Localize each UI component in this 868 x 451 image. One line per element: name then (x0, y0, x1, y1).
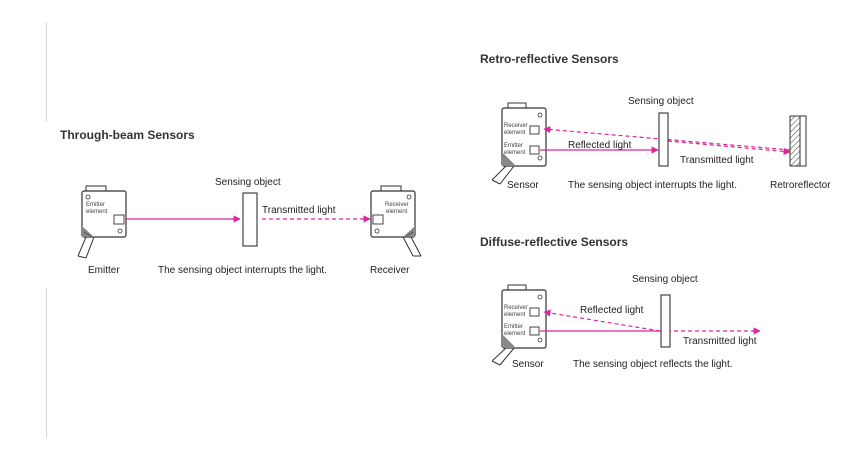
retro-transmitted-light-label: Transmitted light (680, 155, 754, 166)
through-beam-caption: The sensing object interrupts the light. (158, 265, 327, 276)
through-beam-diagram: Emitter element Emitter Sensing object T… (77, 177, 422, 276)
retro-transmitted-beam (667, 140, 791, 156)
emitter-element-label-1: Emitter (86, 202, 105, 208)
diffuse-emitter-element-2: element (504, 331, 526, 337)
diffuse-sensor-label: Sensor (512, 359, 544, 370)
retro-emitter-element-1: Emitter (504, 143, 523, 149)
through-beam-title: Through-beam Sensors (60, 128, 195, 142)
diffuse-transmitted-light-label: Transmitted light (683, 336, 757, 347)
retro-receiver-element-1: Receiver (504, 123, 528, 129)
diffuse-receiver-element-1: Receiver (504, 305, 528, 311)
sensing-object-label: Sensing object (215, 177, 281, 188)
receiver-element-label-1: Receiver (385, 202, 409, 208)
retro-reflected-light-label: Reflected light (568, 140, 632, 151)
retro-sensor-unit: Receiver element Emitter element (491, 102, 547, 185)
divider-top (46, 22, 47, 122)
divider-bottom (46, 288, 47, 438)
retroreflector-label: Retroreflector (770, 180, 831, 191)
retro-reflective-diagram: Receiver element Emitter element Sensor … (491, 96, 831, 191)
diffuse-reflective-title: Diffuse-reflective Sensors (480, 235, 629, 249)
diffuse-sensing-object (660, 294, 671, 348)
diffuse-caption: The sensing object reflects the light. (573, 359, 733, 370)
receiver-label: Receiver (370, 265, 410, 276)
diffuse-reflective-diagram: Receiver element Emitter element Sensor … (491, 274, 761, 370)
diffuse-sensing-object-label: Sensing object (632, 274, 698, 285)
emitter-element-label-2: element (86, 209, 108, 215)
receiver-element-label-2: element (386, 209, 408, 215)
retro-sensing-object-label: Sensing object (628, 96, 694, 107)
retro-emitter-element-2: element (504, 150, 526, 156)
emitter-label: Emitter (88, 265, 120, 276)
retro-reflected-beam (543, 125, 791, 151)
retroreflector (789, 115, 807, 167)
emitter-unit: Emitter element (77, 185, 127, 259)
retro-receiver-element-2: element (504, 130, 526, 136)
diffuse-reflected-light-label: Reflected light (580, 305, 644, 316)
transmitted-light-label: Transmitted light (262, 205, 336, 216)
sensing-object (242, 192, 258, 247)
receiver-unit: Receiver element (370, 185, 422, 257)
diffuse-receiver-element-2: element (504, 312, 526, 318)
retro-sensing-object (658, 112, 669, 167)
diffuse-reflected-beam (543, 309, 661, 332)
diffuse-sensor-unit: Receiver element Emitter element (491, 284, 547, 366)
retro-sensor-label: Sensor (507, 180, 539, 191)
retro-reflective-title: Retro-reflective Sensors (480, 52, 619, 66)
diffuse-emitter-element-1: Emitter (504, 324, 523, 330)
retro-caption: The sensing object interrupts the light. (568, 180, 737, 191)
